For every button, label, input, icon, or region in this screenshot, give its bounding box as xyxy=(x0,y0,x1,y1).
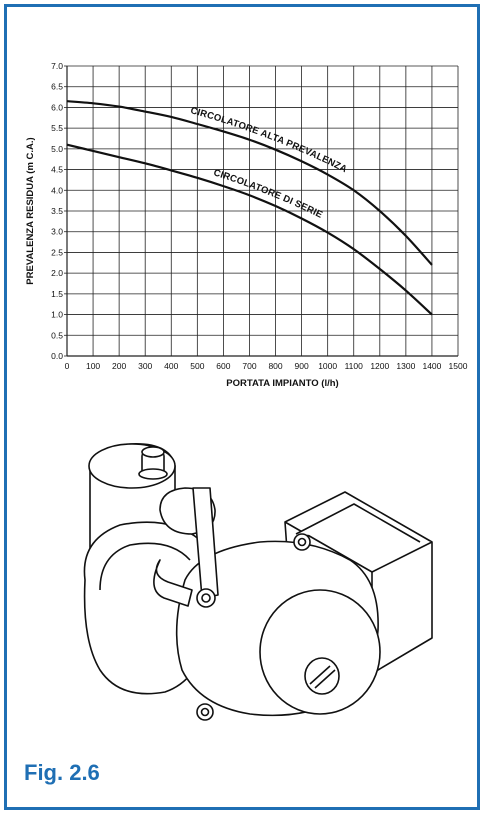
x-tick-label: 1400 xyxy=(422,361,441,371)
y-tick-label: 6.0 xyxy=(51,102,63,112)
x-tick-label: 1300 xyxy=(396,361,415,371)
y-tick-label: 6.5 xyxy=(51,82,63,92)
y-tick-label: 7.0 xyxy=(51,61,63,71)
y-tick-label: 2.5 xyxy=(51,247,63,257)
chart: 0 100 200 300 400 500 600 700 800 900 1000 1100 1200… xyxy=(25,61,468,389)
y-tick-label: 3.0 xyxy=(51,227,63,237)
x-tick-label: 800 xyxy=(268,361,282,371)
y-tick-label: 2.0 xyxy=(51,268,63,278)
figure-caption: Fig. 2.6 xyxy=(24,760,100,785)
y-tick-label: 0.5 xyxy=(51,330,63,340)
x-tick-label: 1100 xyxy=(345,361,364,371)
y-tick-label: 4.0 xyxy=(51,185,63,195)
y-tick-label: 5.0 xyxy=(51,144,63,154)
x-tick-label: 0 xyxy=(65,361,70,371)
x-tick-label: 900 xyxy=(295,361,309,371)
x-tick-label: 200 xyxy=(112,361,126,371)
y-tick-label: 3.5 xyxy=(51,206,63,216)
series-line-0 xyxy=(66,100,433,266)
x-tick-label: 100 xyxy=(86,361,100,371)
x-tick-label: 1500 xyxy=(449,361,468,371)
chart-ticks: 0 100 200 300 400 500 600 700 800 900 1000 1100 1200… xyxy=(51,61,468,371)
chart-series xyxy=(66,100,433,316)
y-tick-label: 4.5 xyxy=(51,165,63,175)
x-tick-label: 700 xyxy=(242,361,256,371)
circulator-pump-drawing xyxy=(83,443,433,721)
x-axis-title: PORTATA IMPIANTO (l/h) xyxy=(226,378,338,389)
series-line-1 xyxy=(66,143,433,316)
x-tick-label: 1000 xyxy=(318,361,337,371)
series-label-di-serie: CIRCOLATORE DI SERIE xyxy=(212,167,324,220)
y-tick-label: 1.5 xyxy=(51,289,63,299)
x-tick-label: 300 xyxy=(138,361,152,371)
x-tick-label: 400 xyxy=(164,361,178,371)
chart-grid xyxy=(66,65,459,357)
x-tick-label: 1200 xyxy=(370,361,389,371)
y-tick-label: 1.0 xyxy=(51,310,63,320)
x-tick-label: 600 xyxy=(216,361,230,371)
y-axis-title: PREVALENZA RESIDUA (m C.A.) xyxy=(25,137,36,284)
y-tick-label: 5.5 xyxy=(51,123,63,133)
y-tick-label: 0.0 xyxy=(51,351,63,361)
x-tick-label: 500 xyxy=(190,361,204,371)
series-label-alta-prevalenza: CIRCOLATORE ALTA PREVALENZA xyxy=(189,105,349,175)
